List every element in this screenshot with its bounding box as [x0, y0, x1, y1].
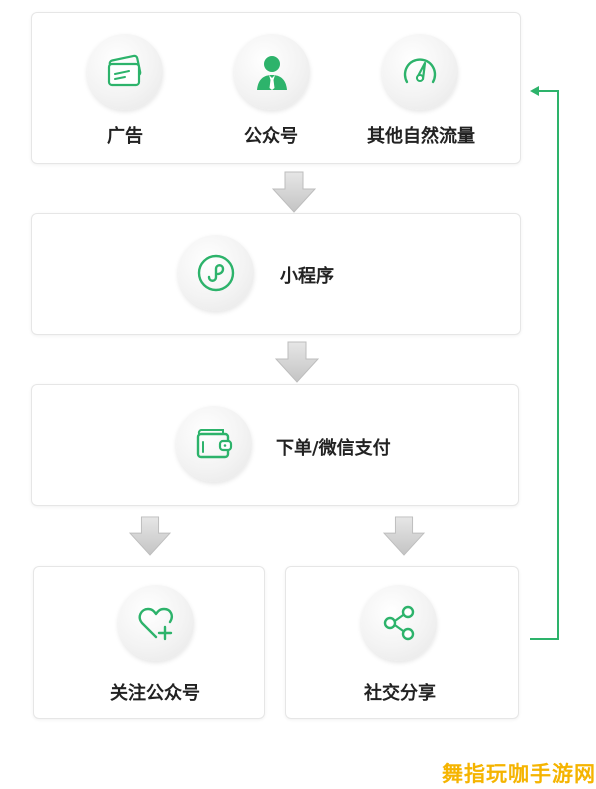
ads-label: 广告: [107, 126, 143, 147]
watermark: 舞指玩咖手游网: [442, 762, 596, 786]
person-icon: [257, 56, 287, 90]
share-icon-circle: [361, 585, 437, 661]
wallet-icon: [196, 429, 233, 459]
wallet-icon-circle: [176, 406, 252, 482]
down-arrow-1: [272, 171, 316, 213]
official-account-label: 公众号: [244, 126, 298, 147]
other-traffic-label: 其他自然流量: [367, 126, 475, 147]
heart-plus-icon: [138, 607, 173, 641]
official-account-icon-circle: [234, 34, 310, 110]
mini-program-icon: [197, 254, 235, 292]
order-pay-label: 下单/微信支付: [276, 438, 391, 459]
other-traffic-icon-circle: [382, 34, 458, 110]
card-icon: [107, 54, 142, 87]
mini-program-card: [31, 213, 521, 335]
follow-icon-circle: [118, 585, 194, 661]
feedback-loop-line: [530, 86, 559, 640]
mini-program-icon-circle: [178, 235, 254, 311]
down-arrow-3: [128, 516, 172, 556]
social-share-label: 社交分享: [364, 683, 436, 704]
mini-program-label: 小程序: [280, 266, 334, 287]
down-arrow-4: [382, 516, 426, 556]
follow-account-label: 关注公众号: [110, 683, 200, 704]
down-arrow-2: [275, 341, 319, 383]
share-icon: [383, 605, 415, 641]
gauge-icon: [403, 58, 437, 84]
order-pay-card: [31, 384, 519, 506]
ads-icon-circle: [87, 34, 163, 110]
